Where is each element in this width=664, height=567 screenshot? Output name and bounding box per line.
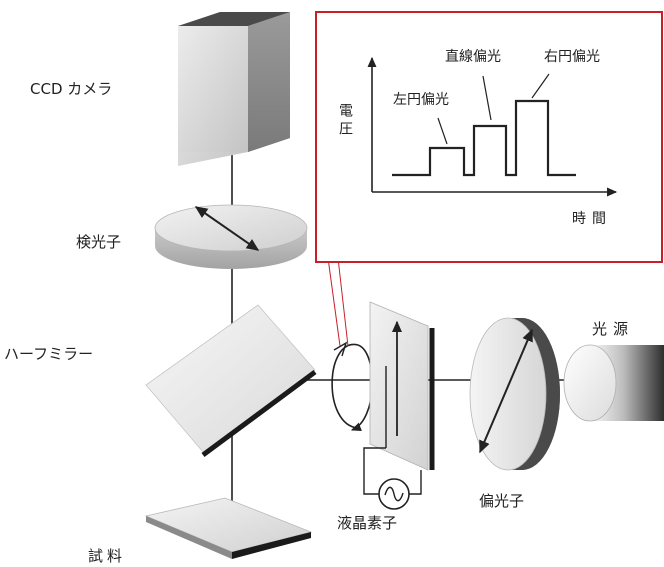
analyzer-disc [154,204,308,269]
pointer-linear [482,75,492,121]
pointer-left-circular [437,117,448,145]
inset-x-axis-label: 時間 [572,211,612,227]
pulse-label-linear: 直線偏光 [445,49,501,65]
voltage-source-circuit [363,447,422,510]
circular-polarization-arrow [331,341,374,431]
inset-y-axis-label: 電圧 [337,103,353,139]
sample-label: 試料 [88,547,127,565]
pulse-label-right-circular: 右円偏光 [544,49,600,65]
light-source-cylinder [563,344,664,422]
voltage-pulse-waveform [392,99,576,177]
ccd-camera-body [178,12,290,166]
ccd-camera-label: CCD カメラ [30,80,113,98]
pulse-label-left-circular: 左円偏光 [393,92,449,108]
liquid-crystal-element [369,301,435,471]
analyzer-axis-arrow [194,206,260,251]
polarizer-disc [469,317,560,471]
half-mirror-label: ハーフミラー [4,345,94,363]
light-source-label: 光源 [592,320,635,338]
polarizer-axis-arrow [479,328,533,454]
inset-connector-left [327,257,341,347]
analyzer-label: 検光子 [76,233,122,251]
sample-plate [144,497,313,559]
inset-box [315,11,663,263]
half-mirror [145,304,317,458]
inset-connector-right [337,257,349,347]
liquid-crystal-label: 液晶素子 [337,514,398,532]
polarizer-label: 偏光子 [479,492,525,510]
pointer-right-circular [531,73,550,99]
